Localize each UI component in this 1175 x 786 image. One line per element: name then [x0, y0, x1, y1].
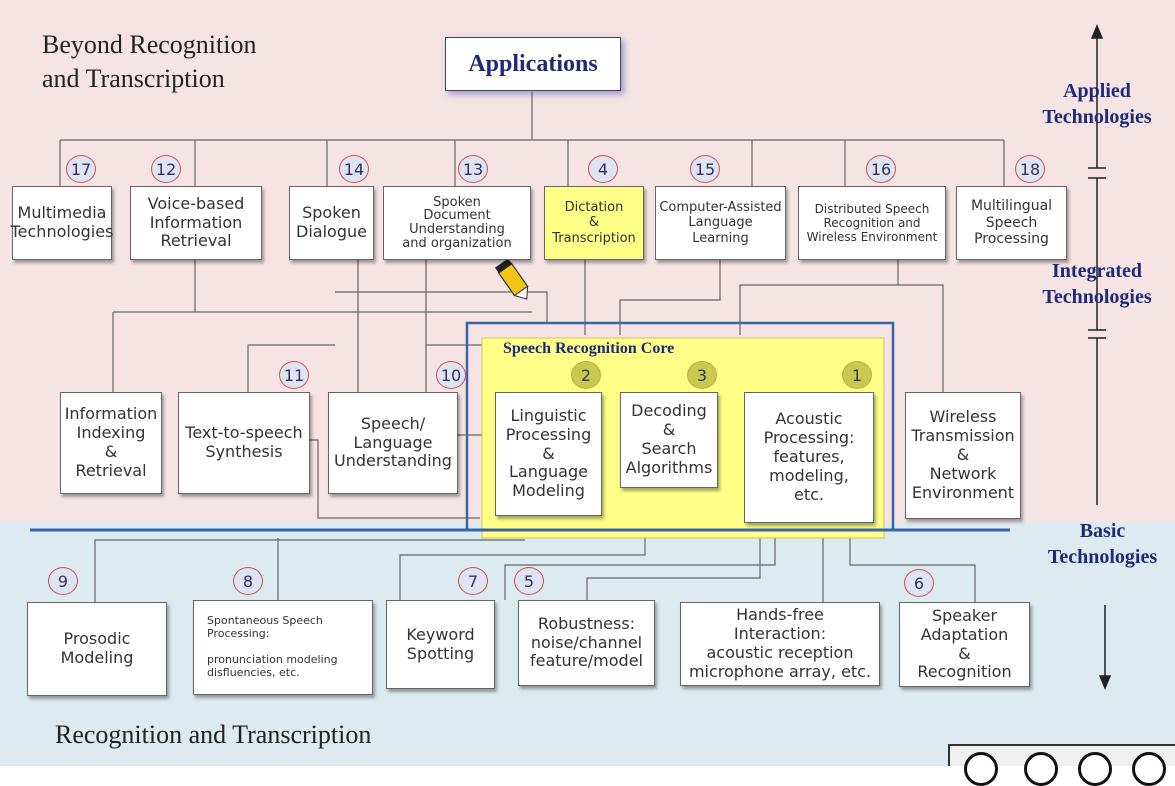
basic-technologies-label: Basic Technologies: [1047, 520, 1158, 568]
badge-call: 15: [690, 155, 720, 183]
spontaneous-box: Spontaneous Speech Processing: pronuncia…: [193, 600, 373, 695]
heading-beyond-recognition: Beyond Recognition and Transcription: [42, 30, 257, 93]
dialogue-box: Spoken Dialogue: [289, 186, 374, 260]
multilingual-box: Multilingual Speech Processing: [956, 186, 1067, 260]
info-index-box: Information Indexing & Retrieval: [60, 392, 162, 494]
applications-box: Applications: [445, 37, 621, 91]
multimedia-box: Multimedia Technologies: [11, 186, 113, 260]
badge-spoken-doc: 13: [458, 155, 488, 183]
badge-linguistic: 2: [571, 361, 601, 389]
badge-multilingual: 18: [1015, 155, 1045, 183]
badge-dialogue: 14: [339, 155, 369, 183]
integrated-technologies-label: Integrated Technologies: [1042, 260, 1152, 308]
badge-robustness: 5: [514, 567, 544, 595]
badge-tts: 11: [279, 361, 309, 389]
badge-distributed: 16: [866, 155, 896, 183]
speaker-box: Speaker Adaptation & Recognition: [899, 602, 1030, 687]
badge-decoding: 3: [687, 361, 717, 389]
heading-recognition: Recognition and Transcription: [55, 720, 372, 749]
distributed-box: Distributed Speech Recognition and Wirel…: [798, 186, 946, 260]
arrow-down-icon: [1098, 675, 1112, 690]
badge-multimedia: 17: [66, 155, 96, 183]
badge-prosodic: 9: [48, 567, 78, 595]
arrow-up-icon: [1090, 24, 1104, 39]
tts-box: Text-to-speech Synthesis: [178, 392, 310, 494]
slu-box: Speech/ Language Understanding: [328, 392, 458, 494]
dictation-box: Dictation & Transcription: [544, 186, 644, 260]
call-box: Computer-Assisted Language Learning: [655, 186, 786, 260]
handsfree-box: Hands-free Interaction: acoustic recepti…: [680, 602, 880, 686]
badge-spontaneous: 8: [233, 567, 263, 595]
badge-keyword: 7: [458, 567, 488, 595]
pencil-cursor-icon: [495, 258, 529, 300]
acoustic-box: Acoustic Processing: features, modeling,…: [744, 392, 874, 523]
keyword-box: Keyword Spotting: [386, 600, 495, 689]
linguistic-box: Linguistic Processing & Language Modelin…: [495, 392, 602, 516]
badge-speaker: 6: [904, 569, 934, 597]
badge-dictation: 4: [588, 155, 618, 183]
decoding-box: Decoding & Search Algorithms: [620, 392, 718, 488]
spoken-doc-box: Spoken Document Understanding and organi…: [383, 186, 531, 260]
creative-commons-icon: [948, 744, 1175, 786]
robustness-box: Robustness: noise/channel feature/model: [518, 600, 655, 686]
badge-voice-ir: 12: [151, 155, 181, 183]
applied-technologies-label: Applied Technologies: [1042, 80, 1152, 128]
badge-acoustic: 1: [842, 361, 872, 389]
core-title: Speech Recognition Core: [503, 340, 675, 357]
wireless-box: Wireless Transmission & Network Environm…: [905, 392, 1021, 519]
badge-slu: 10: [436, 361, 466, 389]
voice-ir-box: Voice-based Information Retrieval: [130, 186, 262, 260]
prosodic-box: Prosodic Modeling: [27, 602, 167, 696]
